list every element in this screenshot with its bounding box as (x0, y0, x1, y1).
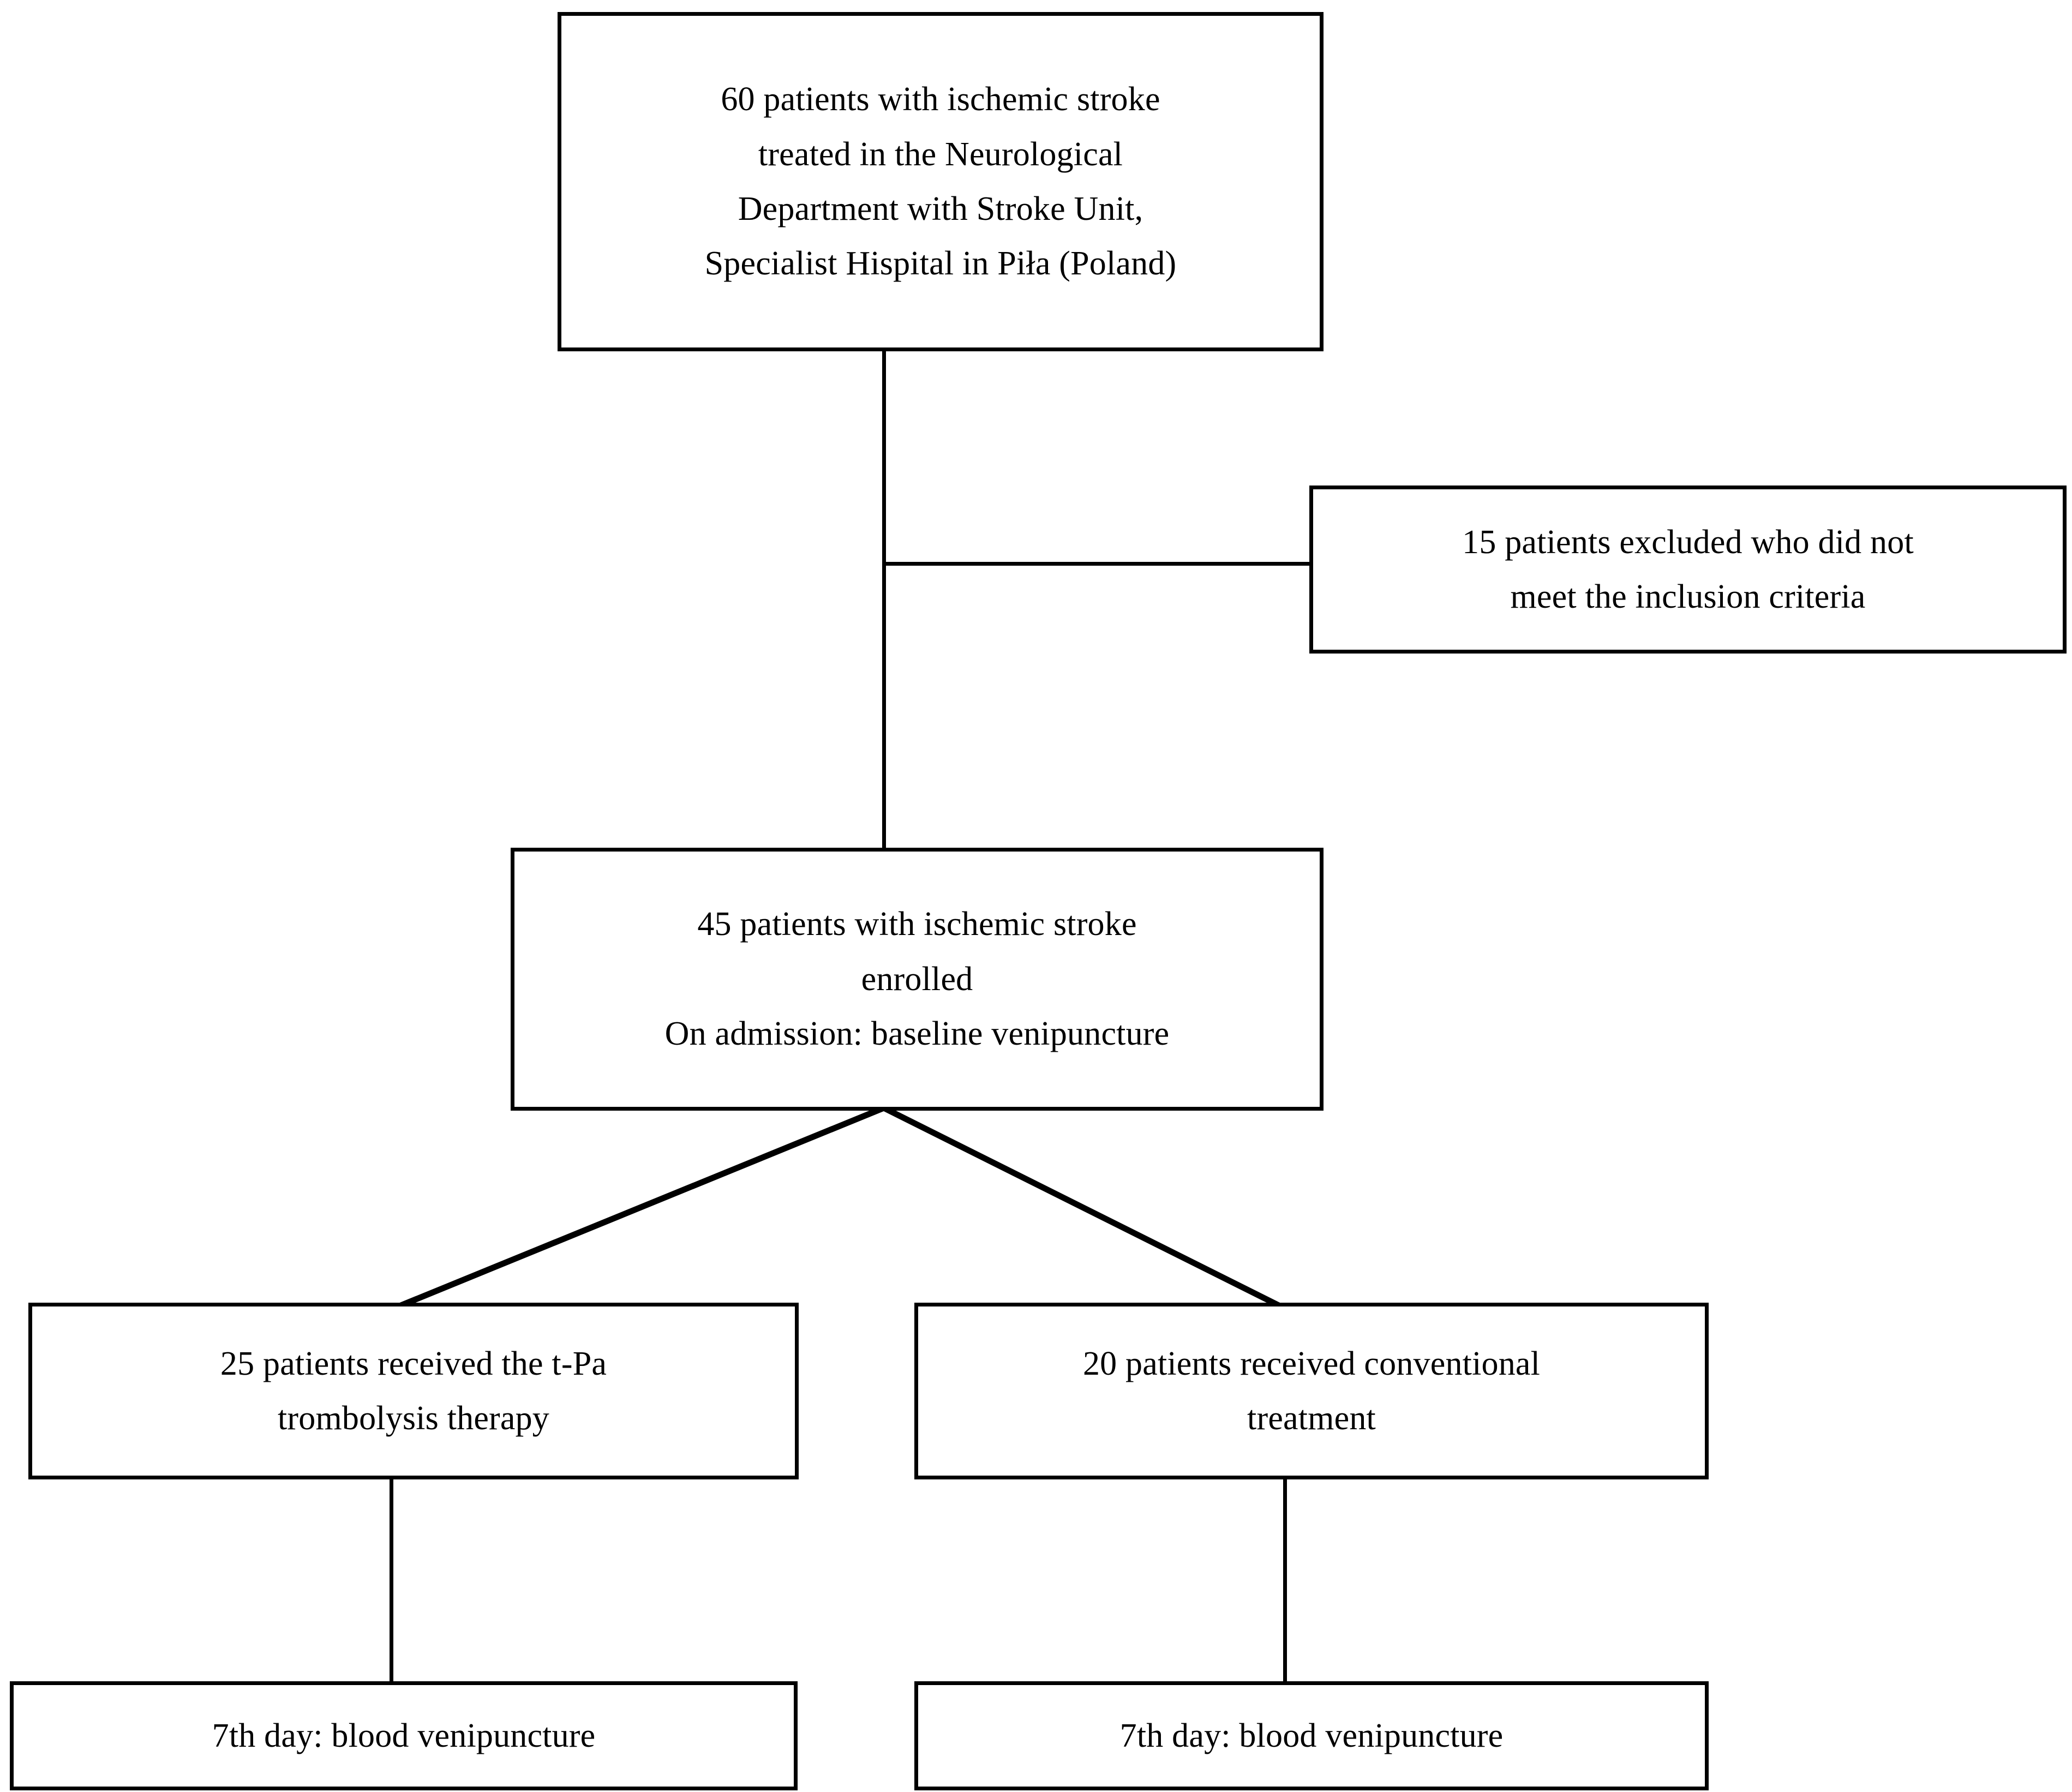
connector-enrolled-to-conventional (882, 1105, 1283, 1309)
connector-enrolled-to-tpa (397, 1105, 885, 1310)
node-source-population: 60 patients with ischemic stroke treated… (558, 12, 1324, 351)
node-tpa-day7-venipuncture: 7th day: blood venipuncture (10, 1681, 798, 1790)
node-excluded-line-2: meet the inclusion criteria (1510, 578, 1866, 615)
connector-source-to-enrolled (882, 350, 886, 850)
node-conventional-day7-venipuncture: 7th day: blood venipuncture (914, 1681, 1709, 1790)
node-excluded-line-1: 15 patients excluded who did not (1462, 523, 1914, 561)
connector-source-to-excluded (882, 562, 1313, 566)
node-enrolled-line-3: On admission: baseline venipuncture (664, 1015, 1170, 1053)
node-enrolled-line-2: enrolled (861, 960, 973, 998)
node-source-line-2: treated in the Neurological (758, 135, 1123, 173)
node-tpa-line-2: trombolysis therapy (277, 1400, 549, 1437)
node-conventional-line-2: treatment (1247, 1400, 1376, 1437)
node-source-line-1: 60 patients with ischemic stroke (721, 81, 1160, 118)
node-tpa-thrombolysis-arm: 25 patients received the t-Pa trombolysi… (28, 1303, 799, 1479)
node-excluded-patients: 15 patients excluded who did not meet th… (1309, 486, 2067, 654)
node-enrolled-line-1: 45 patients with ischemic stroke (697, 906, 1137, 943)
connector-enrolled-split (397, 1105, 1283, 1310)
node-tpa-day7-line-1: 7th day: blood venipuncture (212, 1717, 596, 1754)
node-conventional-line-1: 20 patients received conventional (1082, 1345, 1541, 1382)
connector-tpa-to-day7 (390, 1477, 393, 1685)
node-conventional-treatment-arm: 20 patients received conventional treatm… (914, 1303, 1709, 1479)
node-tpa-line-1: 25 patients received the t-Pa (220, 1345, 607, 1382)
node-enrolled-patients: 45 patients with ischemic stroke enrolle… (511, 848, 1324, 1111)
node-source-line-4: Specialist Hispital in Piła (Poland) (704, 245, 1177, 283)
connector-conventional-to-day7 (1283, 1477, 1287, 1685)
node-source-line-3: Department with Stroke Unit, (738, 190, 1143, 227)
node-conventional-day7-line-1: 7th day: blood venipuncture (1119, 1717, 1504, 1754)
